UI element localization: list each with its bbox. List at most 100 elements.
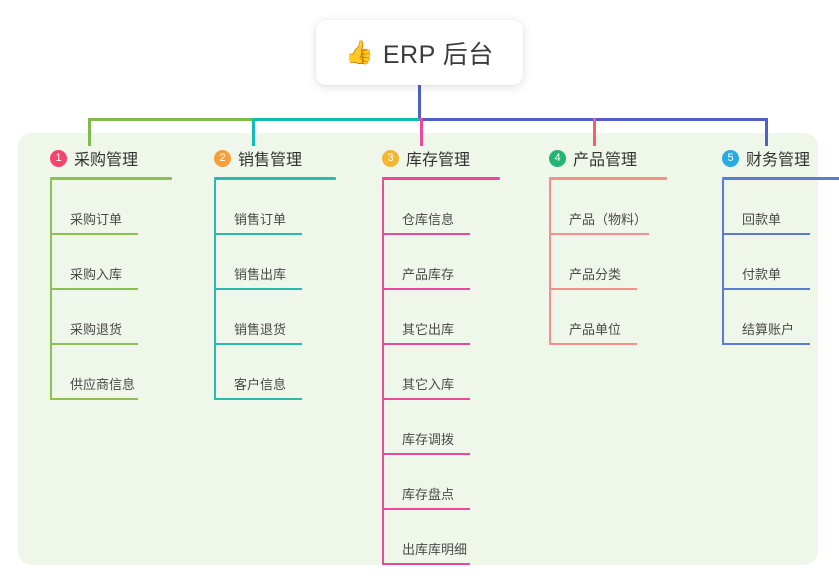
column-spine — [214, 180, 216, 400]
list-item-label: 产品单位 — [569, 322, 622, 337]
list-item-label: 产品（物料） — [569, 212, 648, 227]
column-spine — [722, 180, 724, 345]
list-item[interactable]: 销售出库 — [214, 235, 352, 290]
column-number-badge: 3 — [382, 149, 399, 167]
connector-bus-segment — [88, 118, 255, 121]
list-item[interactable]: 产品（物料） — [549, 180, 687, 235]
column-product: 4 产品管理产品（物料） 产品分类产品单位 — [527, 146, 687, 345]
list-item-label: 销售订单 — [234, 212, 287, 227]
list-item[interactable]: 其它出库 — [382, 290, 520, 345]
list-item[interactable]: 其它入库 — [382, 345, 520, 400]
list-item-underline — [214, 343, 302, 345]
list-item[interactable]: 仓库信息 — [382, 180, 520, 235]
connector-trunk — [418, 80, 421, 121]
list-item-underline — [382, 233, 470, 235]
column-underline — [214, 177, 336, 180]
list-item-label: 其它入库 — [402, 377, 455, 392]
column-items-finance: 回款单付款单结算账户 — [700, 180, 839, 345]
column-spine — [50, 180, 52, 400]
column-items-inventory: 仓库信息产品库存其它出库其它入库库存调拨库存盘点出库库明细 — [360, 180, 520, 565]
list-item-label: 采购退货 — [70, 322, 123, 337]
column-header-sales[interactable]: 2 销售管理 — [192, 146, 352, 170]
list-item-underline — [722, 233, 810, 235]
list-item[interactable]: 产品库存 — [382, 235, 520, 290]
list-item-underline — [549, 343, 637, 345]
list-item[interactable]: 产品单位 — [549, 290, 687, 345]
list-item[interactable]: 客户信息 — [214, 345, 352, 400]
list-item-label: 客户信息 — [234, 377, 287, 392]
column-spine — [382, 180, 384, 565]
list-item-underline — [382, 343, 470, 345]
column-number-badge: 1 — [50, 149, 67, 167]
connector-drop — [420, 118, 423, 146]
column-underline — [382, 177, 500, 180]
column-spine — [549, 180, 551, 345]
list-item-label: 回款单 — [742, 212, 782, 227]
list-item[interactable]: 结算账户 — [722, 290, 839, 345]
list-item-underline — [50, 398, 138, 400]
list-item-underline — [549, 233, 649, 235]
list-item-label: 库存盘点 — [402, 487, 455, 502]
column-title: 库存管理 — [406, 152, 471, 169]
list-item-underline — [382, 288, 470, 290]
column-items-product: 产品（物料） 产品分类产品单位 — [527, 180, 687, 345]
list-item-underline — [382, 563, 470, 565]
list-item-label: 付款单 — [742, 267, 782, 282]
list-item[interactable]: 采购订单 — [50, 180, 188, 235]
list-item-underline — [50, 288, 138, 290]
list-item-label: 库存调拨 — [402, 432, 455, 447]
list-item[interactable]: 销售退货 — [214, 290, 352, 345]
column-finance: 5 财务管理回款单付款单结算账户 — [700, 146, 839, 345]
list-item-label: 出库库明细 — [402, 542, 468, 557]
column-title: 财务管理 — [746, 152, 811, 169]
page-title: ERP 后台 — [382, 40, 494, 69]
list-item[interactable]: 回款单 — [722, 180, 839, 235]
column-header-inventory[interactable]: 3 库存管理 — [360, 146, 520, 170]
list-item-underline — [214, 288, 302, 290]
list-item-label: 其它出库 — [402, 322, 455, 337]
list-item[interactable]: 库存盘点 — [382, 455, 520, 510]
column-items-purchasing: 采购订单采购入库采购退货供应商信息 — [28, 180, 188, 400]
list-item-label: 产品库存 — [402, 267, 455, 282]
list-item-underline — [214, 233, 302, 235]
list-item-underline — [382, 453, 470, 455]
connector-drop — [252, 118, 255, 146]
list-item[interactable]: 销售订单 — [214, 180, 352, 235]
list-item-underline — [50, 343, 138, 345]
root-title-inner: 👍 ERP 后台 — [345, 35, 494, 71]
list-item-label: 采购订单 — [70, 212, 123, 227]
connector-bus-segment — [252, 118, 423, 121]
column-items-sales: 销售订单销售出库销售退货客户信息 — [192, 180, 352, 400]
list-item-underline — [382, 508, 470, 510]
column-underline — [549, 177, 667, 180]
column-number-badge: 5 — [722, 149, 739, 167]
list-item-label: 销售退货 — [234, 322, 287, 337]
list-item[interactable]: 出库库明细 — [382, 510, 520, 565]
list-item[interactable]: 产品分类 — [549, 235, 687, 290]
column-number-badge: 2 — [214, 149, 231, 167]
list-item-label: 结算账户 — [742, 322, 795, 337]
list-item[interactable]: 供应商信息 — [50, 345, 188, 400]
list-item-label: 采购入库 — [70, 267, 123, 282]
list-item-label: 销售出库 — [234, 267, 287, 282]
list-item-underline — [549, 288, 637, 290]
list-item[interactable]: 库存调拨 — [382, 400, 520, 455]
column-title: 产品管理 — [573, 152, 638, 169]
root-title-card[interactable]: 👍 ERP 后台 — [316, 20, 523, 85]
column-number-badge: 4 — [549, 149, 566, 167]
list-item-underline — [382, 398, 470, 400]
list-item-label: 仓库信息 — [402, 212, 455, 227]
list-item[interactable]: 采购退货 — [50, 290, 188, 345]
connector-drop — [765, 118, 768, 146]
column-inventory: 3 库存管理仓库信息产品库存其它出库其它入库库存调拨库存盘点出库库明细 — [360, 146, 520, 565]
list-item-label: 供应商信息 — [70, 377, 136, 392]
list-item[interactable]: 付款单 — [722, 235, 839, 290]
content-panel — [18, 133, 818, 565]
column-title: 销售管理 — [238, 152, 303, 169]
list-item[interactable]: 采购入库 — [50, 235, 188, 290]
list-item-underline — [50, 233, 138, 235]
column-header-finance[interactable]: 5 财务管理 — [700, 146, 839, 170]
connector-drop — [88, 118, 91, 146]
column-header-product[interactable]: 4 产品管理 — [527, 146, 687, 170]
